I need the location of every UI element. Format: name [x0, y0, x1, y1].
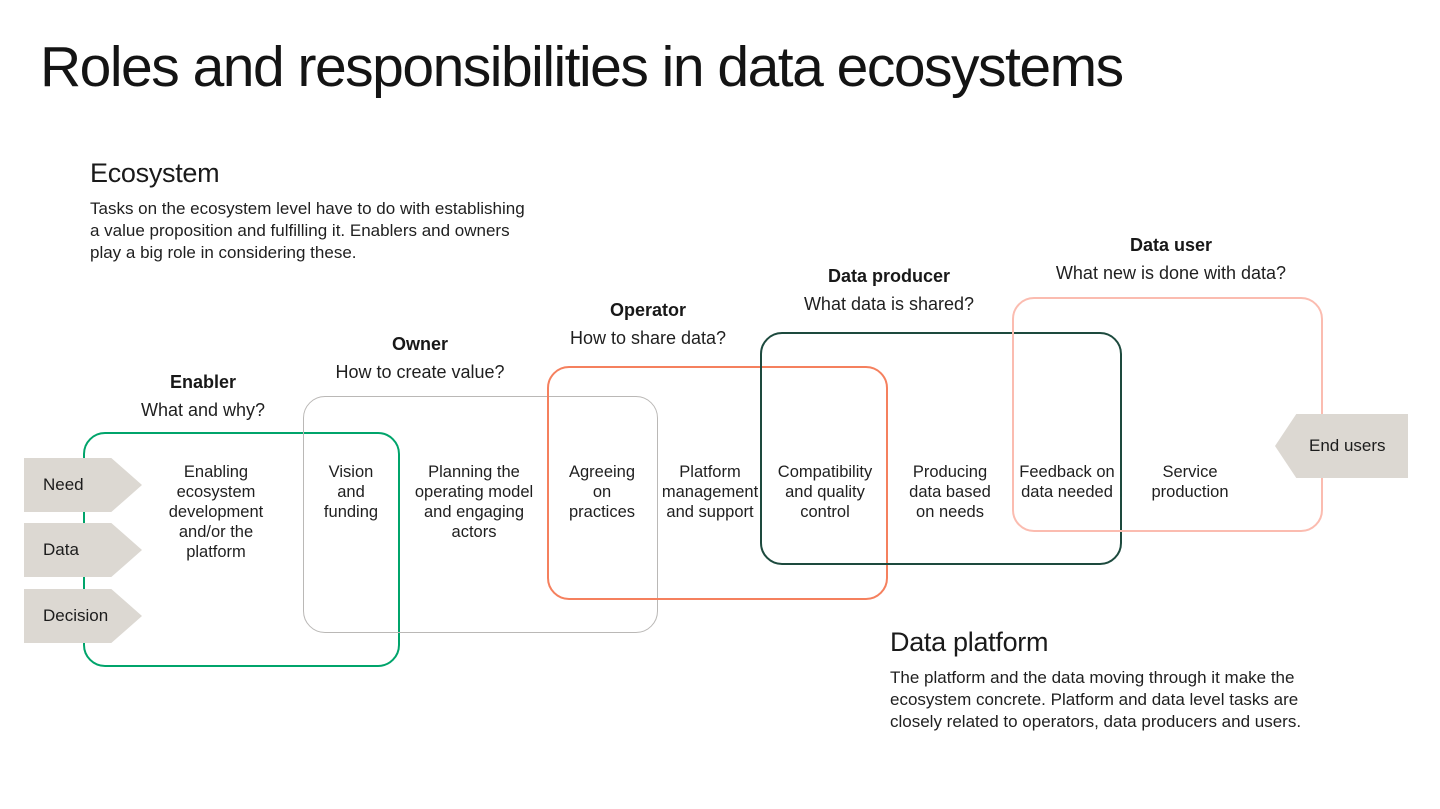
ecosystem-heading: Ecosystem	[90, 158, 220, 188]
decision-arrow-label: Decision	[43, 606, 109, 625]
owner-label: Owner How to create value?	[335, 333, 504, 383]
task-agreeing-on-practices: Agreeing on practices	[568, 463, 636, 521]
owner-box	[303, 396, 658, 633]
task-enabling-ecosystem-development: Enabling ecosystem development and/or th…	[168, 463, 264, 561]
data-user-label: Data user What new is done with data?	[1056, 234, 1286, 284]
task-producing-data-on-needs: Producing data based on needs	[909, 463, 991, 521]
end-users-arrow: End users	[1275, 414, 1408, 478]
task-platform-management-support: Platform management and support	[661, 463, 759, 521]
ecosystem-description: Tasks on the ecosystem level have to do …	[90, 199, 525, 262]
operator-question: How to share data?	[569, 328, 727, 348]
task-planning-operating-model: Planning the operating model and engagin…	[414, 463, 534, 541]
data-producer-name: Data producer	[827, 266, 951, 286]
data-producer-label: Data producer What data is shared?	[804, 265, 974, 315]
owner-question: How to create value?	[335, 362, 505, 382]
operator-box	[547, 366, 888, 600]
operator-name: Operator	[609, 300, 687, 320]
end-users-arrow-label: End users	[1309, 436, 1386, 455]
task-service-production: Service production	[1151, 463, 1229, 501]
data-platform-heading: Data platform	[890, 627, 1049, 657]
data-producer-box	[760, 332, 1122, 565]
page-title: Roles and responsibilities in data ecosy…	[40, 35, 1124, 99]
operator-label: Operator How to share data?	[570, 299, 726, 349]
owner-name: Owner	[391, 334, 448, 354]
data-user-question: What new is done with data?	[1055, 263, 1287, 283]
ecosystem-note: Ecosystem Tasks on the ecosystem level h…	[90, 158, 525, 264]
task-feedback-on-data-needed: Feedback on data needed	[1019, 463, 1115, 501]
data-platform-description: The platform and the data moving through…	[890, 668, 1302, 731]
task-compatibility-quality-control: Compatibility and quality control	[777, 463, 873, 521]
enabler-name: Enabler	[169, 372, 237, 392]
data-user-name: Data user	[1129, 235, 1213, 255]
need-arrow-label: Need	[43, 475, 84, 494]
data-platform-note: Data platform The platform and the data …	[890, 627, 1301, 733]
enabler-label: Enabler What and why?	[141, 371, 265, 421]
task-vision-and-funding: Vision and funding	[323, 463, 379, 521]
data-producer-question: What data is shared?	[803, 294, 975, 314]
enabler-question: What and why?	[140, 400, 266, 420]
data-arrow-label: Data	[43, 540, 79, 559]
